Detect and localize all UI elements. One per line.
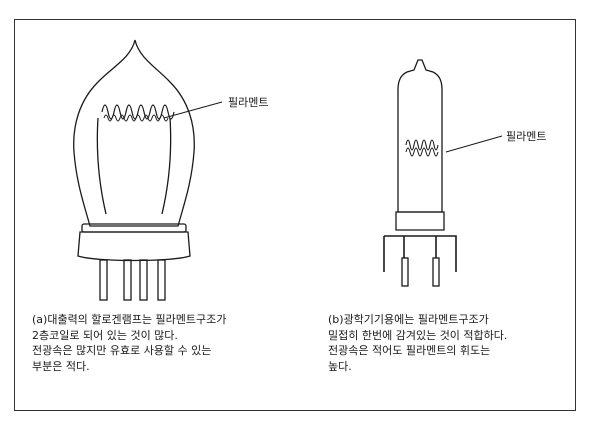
caption-line: 2층코일로 되어 있는 것이 많다. [32,328,178,342]
lamp-a-pin [139,259,148,301]
lamp-a-pin [157,259,166,301]
lamp-a-filament [101,104,175,120]
caption-line: 밀접히 한번에 감겨있는 것이 적합하다. [328,328,508,342]
lamp-b-wires [383,235,457,272]
caption-line: 전광속은 적어도 필라멘트의 휘도는 [328,344,491,357]
figure-frame [14,19,576,411]
caption-line: (b)광학기기용에는 필라멘트구조가 [328,313,489,326]
lamp-b-pin [432,257,440,287]
lamp-a-base [81,223,187,233]
caption-line: (a)대출력의 할로겐램프는 필라멘트구조가 [32,313,227,326]
lamp-b-caption: (b)광학기기용에는 필라멘트구조가 밀접히 한번에 감겨있는 것이 적합하다.… [328,312,507,374]
lamp-a-filament-label: 필라멘트 [228,96,269,109]
caption-line: 전광속은 많지만 유효로 사용할 수 있는 [32,344,212,357]
lamp-b-bulb [397,59,443,213]
lamp-a-pin [99,259,108,301]
lamp-b-filament-label: 필라멘트 [506,130,547,143]
lamp-a-leader [163,101,223,119]
lamp-b-seal [395,211,445,231]
lamp-a-stem [96,117,172,215]
lamp-a-caption: (a)대출력의 할로겐램프는 필라멘트구조가 2층코일로 되어 있는 것이 많다… [32,312,226,374]
lamp-b-pin [401,257,409,287]
lamp-a-pin [123,259,132,301]
lamp-a-bulb [73,39,195,227]
lamp-b-illustration [383,59,503,287]
lamp-b-leader [445,135,503,153]
lamp-a-illustration [73,39,223,301]
lamp-b-filament [405,139,439,151]
caption-line: 부분은 적다. [32,359,90,373]
caption-line: 높다. [328,359,352,373]
